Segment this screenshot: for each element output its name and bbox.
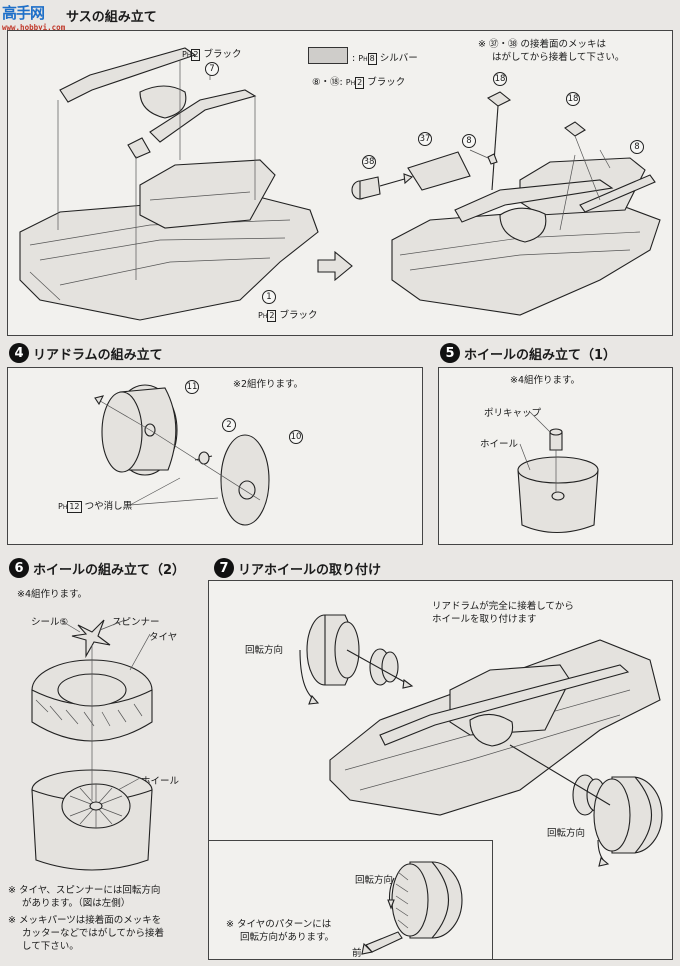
step4-part-2: 2 <box>222 418 236 432</box>
silver-swatch <box>308 47 348 64</box>
step3-part-18b: 18 <box>566 92 580 106</box>
step3-part-8a: 8 <box>462 134 476 148</box>
step3-part-8b: 8 <box>630 140 644 154</box>
front-label: 前 <box>352 948 362 959</box>
logo-url: www.hobbyi.com <box>2 23 66 32</box>
step4-title: 4 リアドラムの組み立て <box>9 343 163 363</box>
seal-label: シール⑤ <box>31 617 69 628</box>
step5-title: 5 ホイールの組み立て（1） <box>440 343 616 363</box>
rotation-note: ※ タイヤ、スピンナーには回転方向 があります。（図は左側） <box>8 885 161 909</box>
step3-title: サスの組み立て <box>66 10 157 25</box>
step3-part-38: 38 <box>362 155 376 169</box>
polycap-label: ポリキャップ <box>484 408 542 419</box>
site-logo: 高手网 www.hobbyi.com <box>2 2 66 36</box>
step3-left-chassis-drawing <box>19 47 353 321</box>
wheel-polycap-drawing <box>517 411 599 533</box>
step5-panel <box>438 367 673 545</box>
step3-plating-note: ※ ㊲・㊳ の接着面のメッキは はがしてから接着して下さい。 <box>478 39 625 63</box>
step5-note: ※4組作ります。 <box>510 375 581 386</box>
rotation-label-3: 回転方向 <box>355 875 394 886</box>
step6-note: ※4組作ります。 <box>17 589 88 600</box>
step4-part-11: 11 <box>185 380 199 394</box>
step6-wheel-label: ホイール <box>141 776 180 787</box>
step7-note: リアドラムが完全に接着してから ホイールを取り付けます <box>432 601 574 625</box>
step7-title: 7 リアホイールの取り付け <box>214 558 381 578</box>
spinner-label: スピンナー <box>112 617 160 628</box>
step3-right-chassis-drawing <box>351 91 661 316</box>
rotation-label-2: 回転方向 <box>547 828 586 839</box>
step6-title: 6 ホイールの組み立て（2） <box>9 558 185 578</box>
step4-panel <box>7 367 423 545</box>
step3-part-37: 37 <box>418 132 432 146</box>
rotation-label-1: 回転方向 <box>245 645 284 656</box>
step4-part-10: 10 <box>289 430 303 444</box>
plating-note: ※ メッキパーツは接着面のメッキを カッターなどではがしてから接着 して下さい。 <box>8 915 165 952</box>
step4-note: ※2組作ります。 <box>233 379 304 390</box>
step3-part-1: 1 <box>262 290 276 304</box>
step3-part-18a: 18 <box>493 72 507 86</box>
tire-pattern-note: ※ タイヤのパターンには 回転方向があります。 <box>226 919 335 943</box>
step3-part-7: 7 <box>205 62 219 76</box>
rear-drum-drawing <box>94 384 270 526</box>
step5-wheel-label: ホイール <box>480 439 519 450</box>
tire-label: タイヤ <box>149 632 178 643</box>
logo-text: 高手网 <box>2 4 45 22</box>
